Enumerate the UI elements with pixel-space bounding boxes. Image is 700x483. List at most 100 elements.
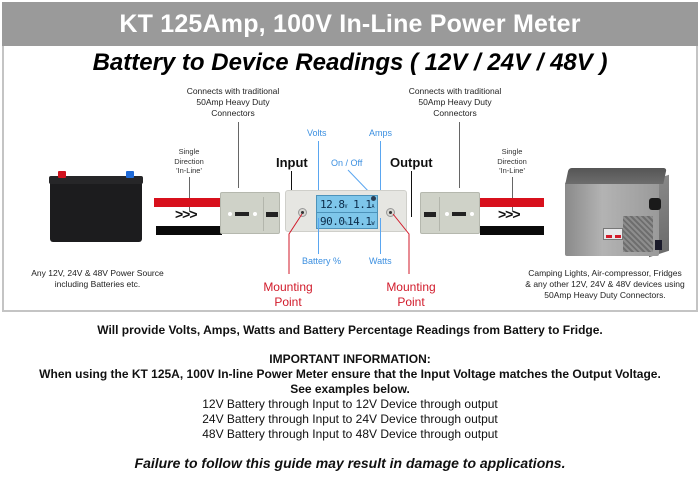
examples-heading: See examples below. bbox=[290, 382, 410, 396]
mounting-point-right-label: Mounting Point bbox=[381, 280, 441, 310]
fridge-handle-icon bbox=[649, 198, 661, 210]
mounting-leaders bbox=[288, 213, 410, 274]
positive-terminal-icon bbox=[58, 171, 66, 178]
mounting-line: Point bbox=[397, 295, 425, 309]
positive-wire-left bbox=[154, 198, 220, 207]
direction-line: 'In-Line' bbox=[499, 166, 525, 175]
volts-unit: V bbox=[344, 204, 348, 210]
amps-label: Amps bbox=[369, 128, 393, 138]
battery-lid bbox=[49, 176, 143, 184]
device-description: Camping Lights, Air-compressor, Fridges … bbox=[510, 268, 700, 301]
title-bar: KT 125Amp, 100V In-Line Power Meter bbox=[2, 2, 698, 46]
fridge-switch-icon bbox=[655, 240, 662, 250]
leader-line bbox=[459, 122, 460, 188]
battery-image bbox=[49, 171, 143, 242]
lcd-watts: 14.1W bbox=[347, 215, 374, 228]
desc-line: including Batteries etc. bbox=[54, 279, 141, 289]
negative-terminal-icon bbox=[126, 171, 134, 178]
important-heading: IMPORTANT INFORMATION: bbox=[269, 352, 431, 366]
fridge-led-icon bbox=[615, 235, 621, 238]
battery-value: 90.0 bbox=[320, 215, 345, 228]
note-line: 50Amp Heavy Duty bbox=[418, 97, 492, 107]
lcd-amps: 1.1A bbox=[353, 198, 374, 211]
negative-wire-right bbox=[480, 226, 544, 235]
lcd-display: 12.8V 1.1A 90.0% 14.1W bbox=[316, 195, 378, 229]
leader-line bbox=[512, 177, 513, 212]
note-line: Connects with traditional bbox=[408, 86, 502, 96]
note-line: Connectors bbox=[433, 108, 477, 118]
connector-slot bbox=[235, 212, 249, 216]
connector-right bbox=[420, 192, 480, 234]
note-line: Connects with traditional bbox=[186, 86, 280, 96]
desc-line: Any 12V, 24V & 48V Power Source bbox=[31, 268, 164, 278]
watts-leader bbox=[380, 218, 381, 254]
power-button-icon[interactable] bbox=[371, 196, 376, 201]
connector-left bbox=[220, 192, 280, 234]
watts-label: Watts bbox=[369, 256, 392, 266]
connector-dot bbox=[253, 212, 257, 216]
mounting-screw-right-icon bbox=[386, 208, 395, 217]
battery-pct-label: Battery % bbox=[302, 256, 342, 266]
direction-arrows-right: >>> bbox=[498, 206, 521, 222]
fridge-control-panel bbox=[603, 228, 623, 240]
fridge-lid bbox=[565, 168, 667, 184]
direction-label-right: Single Direction 'In-Line' bbox=[488, 147, 536, 176]
lcd-divider bbox=[317, 212, 377, 213]
mounting-line: Mounting bbox=[263, 280, 313, 294]
leader-line bbox=[189, 177, 190, 212]
amps-leader bbox=[380, 141, 381, 207]
example-item: 12V Battery through Input to 12V Device … bbox=[202, 397, 498, 411]
connector-note-left: Connects with traditional 50Amp Heavy Du… bbox=[178, 86, 288, 119]
battery-unit: % bbox=[344, 221, 348, 227]
connector-dot bbox=[445, 212, 449, 216]
output-leader bbox=[411, 171, 412, 217]
watts-value: 14.1 bbox=[347, 215, 372, 228]
connector-slot bbox=[452, 212, 466, 216]
mounting-screw-left-icon bbox=[298, 208, 307, 217]
amps-unit: A bbox=[371, 204, 374, 210]
desc-line: 50Amp Heavy Duty Connectors. bbox=[544, 290, 666, 300]
positive-wire-right bbox=[480, 198, 544, 207]
note-line: Connectors bbox=[211, 108, 255, 118]
mounting-line: Point bbox=[274, 295, 302, 309]
direction-line: Direction bbox=[174, 156, 204, 166]
power-meter: 12.8V 1.1A 90.0% 14.1W bbox=[285, 190, 407, 232]
mounting-point-left-label: Mounting Point bbox=[258, 280, 318, 310]
warning-text: Failure to follow this guide may result … bbox=[134, 455, 566, 471]
battery-leader bbox=[318, 218, 319, 254]
lcd-battery: 90.0% bbox=[320, 215, 347, 228]
important-text: When using the KT 125A, 100V In-line Pow… bbox=[39, 367, 661, 381]
example-item: 48V Battery through Input to 48V Device … bbox=[202, 427, 498, 441]
lcd-row-top: 12.8V 1.1A bbox=[320, 197, 374, 212]
connector-ridge bbox=[263, 197, 264, 231]
fridge-image bbox=[563, 168, 670, 262]
page-title: KT 125Amp, 100V In-Line Power Meter bbox=[119, 9, 581, 38]
direction-label-left: Single Direction 'In-Line' bbox=[165, 147, 213, 176]
desc-line: & any other 12V, 24V & 48V devices using bbox=[525, 279, 685, 289]
direction-arrows-left: >>> bbox=[175, 206, 198, 222]
negative-wire-left bbox=[156, 226, 222, 235]
diagram-frame bbox=[2, 46, 698, 312]
connector-dot bbox=[470, 212, 474, 216]
watts-unit: W bbox=[371, 221, 375, 227]
input-label: Input bbox=[276, 155, 308, 170]
direction-line: Direction bbox=[497, 156, 527, 166]
summary-text: Will provide Volts, Amps, Watts and Batt… bbox=[97, 323, 603, 337]
on-off-label: On / Off bbox=[331, 158, 363, 168]
leader-line bbox=[238, 122, 239, 188]
amps-value: 1.1 bbox=[353, 198, 372, 211]
connector-dot bbox=[228, 212, 232, 216]
note-line: 50Amp Heavy Duty bbox=[196, 97, 270, 107]
connector-slot bbox=[266, 212, 278, 217]
source-description: Any 12V, 24V & 48V Power Source includin… bbox=[10, 268, 185, 290]
diagram-subtitle: Battery to Device Readings ( 12V / 24V /… bbox=[92, 49, 608, 76]
direction-line: Single bbox=[178, 147, 200, 156]
mounting-line: Mounting bbox=[386, 280, 436, 294]
direction-line: Single bbox=[501, 147, 523, 156]
output-label: Output bbox=[390, 155, 433, 170]
lcd-row-bottom: 90.0% 14.1W bbox=[320, 214, 374, 229]
lcd-volts: 12.8V bbox=[320, 198, 347, 211]
direction-line: 'In-Line' bbox=[176, 166, 202, 175]
connector-slot bbox=[424, 212, 436, 217]
volts-label: Volts bbox=[307, 128, 327, 138]
